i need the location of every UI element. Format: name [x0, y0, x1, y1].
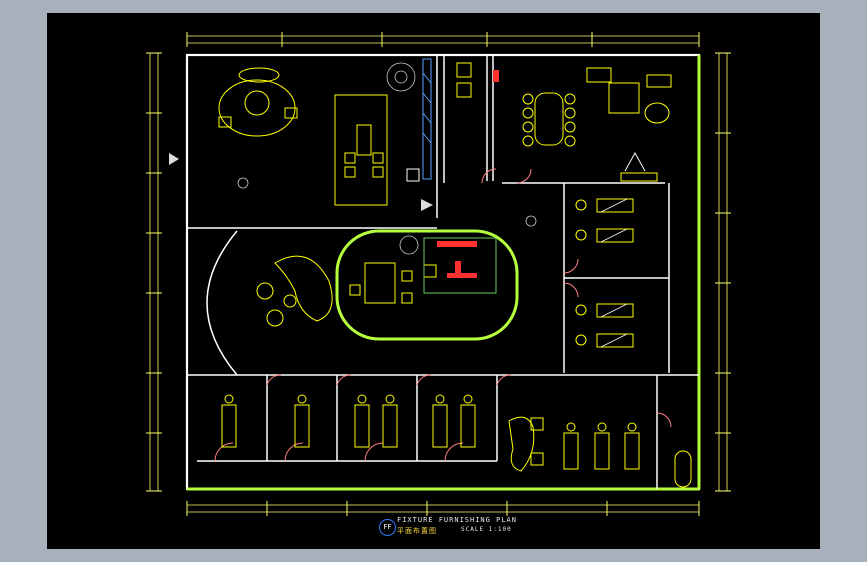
bed-hatching	[600, 198, 628, 348]
title-block-circle: FF	[379, 519, 396, 536]
plant-symbols	[237, 62, 537, 255]
reception-furniture	[218, 67, 388, 206]
column-strip	[422, 58, 432, 180]
cad-canvas[interactable]: FF FIXTURE FURNISHING PLAN 平面布置图 SCALE 1…	[47, 13, 820, 549]
dimension-lines	[146, 32, 731, 516]
treatment-beds-bottom	[221, 394, 692, 488]
accent-walls	[187, 55, 701, 491]
entrance-marks	[406, 151, 646, 182]
meeting-furniture	[456, 62, 672, 182]
interior-walls	[187, 55, 699, 489]
drawing-subtitle: 平面布置图	[397, 527, 437, 535]
drawing-title: FIXTURE FURNISHING PLAN	[397, 516, 517, 524]
red-desk-blocks	[437, 70, 499, 278]
entrance-arrows	[169, 153, 433, 211]
drawing-scale: SCALE 1:100	[461, 526, 512, 533]
treatment-beds-right	[575, 198, 634, 348]
lounge-furniture	[256, 255, 333, 327]
office-furniture	[349, 237, 497, 304]
door-swings	[214, 168, 672, 462]
floor-plan-drawing	[146, 32, 731, 516]
exterior-walls	[185, 53, 701, 491]
